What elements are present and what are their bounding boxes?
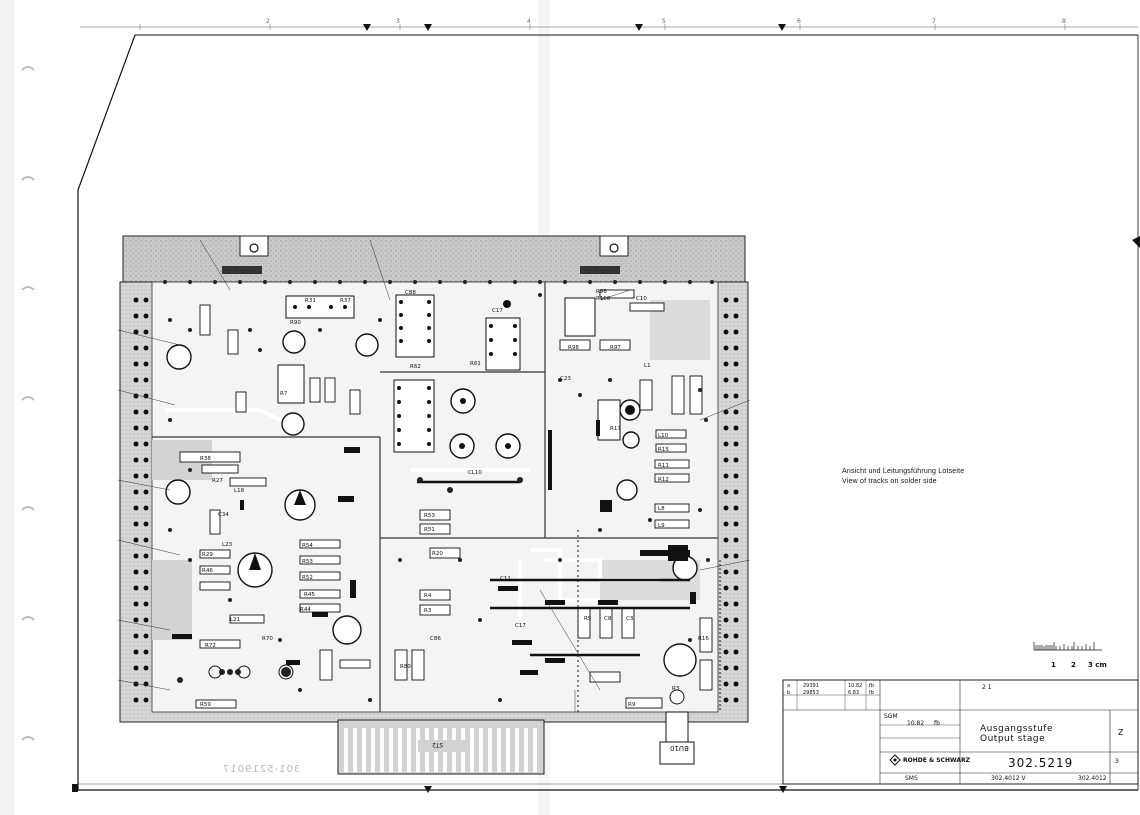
scale-bar <box>1033 642 1102 651</box>
revision-number-b: 29853 <box>803 690 819 696</box>
revision-sign-b: fb <box>869 690 874 696</box>
drawing-number: 302.5219 <box>1008 756 1074 770</box>
border-number-4: 4 <box>527 18 531 25</box>
svg-text:R72: R72 <box>205 643 216 649</box>
svg-text:R16: R16 <box>698 636 709 642</box>
svg-text:C17: C17 <box>515 623 526 629</box>
scale-label-1: 1 <box>1051 661 1056 669</box>
svg-text:C3: C3 <box>626 616 634 622</box>
svg-text:R7: R7 <box>280 391 288 397</box>
svg-text:C17: C17 <box>492 308 503 314</box>
origin-field: SMS <box>905 775 918 782</box>
svg-text:R11: R11 <box>658 463 669 469</box>
border-number-6: 6 <box>797 18 801 25</box>
connector-label: ST2 <box>432 741 444 748</box>
border-number-5: 5 <box>662 18 666 25</box>
bu10-jack <box>659 689 695 765</box>
svg-text:R100: R100 <box>596 296 611 302</box>
svg-text:R52: R52 <box>302 575 313 581</box>
revision-sign-a: fb <box>869 683 874 689</box>
title-german: Ausgangsstufe <box>980 724 1054 734</box>
svg-text:R53: R53 <box>424 513 435 519</box>
revision-date-b: 6.83 <box>848 690 860 696</box>
revision-date-a: 10.82 <box>848 683 863 689</box>
svg-text:R9: R9 <box>628 702 636 708</box>
svg-text:R31: R31 <box>305 298 316 304</box>
svg-text:R62: R62 <box>410 364 421 370</box>
svg-text:R37: R37 <box>340 298 351 304</box>
svg-text:C86: C86 <box>430 636 441 642</box>
svg-text:CL10: CL10 <box>468 470 482 476</box>
border-number-2: 2 <box>266 18 270 25</box>
company-name: ROHDE & SCHWARZ <box>903 757 970 764</box>
svg-text:R97: R97 <box>610 345 621 351</box>
scale-label-3: 3 cm <box>1088 661 1107 669</box>
svg-text:R3: R3 <box>672 686 680 692</box>
svg-text:R20: R20 <box>432 551 443 557</box>
svg-text:C11: C11 <box>500 576 511 582</box>
revision-number-a: 29391 <box>803 683 819 689</box>
scale-label-2: 2 <box>1071 661 1076 669</box>
svg-text:L10: L10 <box>658 433 669 439</box>
drawn-date-field: 10.82 <box>907 720 925 727</box>
svg-text:L23: L23 <box>222 542 233 548</box>
svg-text:R4: R4 <box>424 593 432 599</box>
drawn-sign-field: fb <box>934 720 940 727</box>
svg-text:C23: C23 <box>560 376 571 382</box>
svg-text:R45: R45 <box>304 592 315 598</box>
edge-connector <box>337 719 545 775</box>
title-block-grid <box>782 679 1139 785</box>
svg-text:R80: R80 <box>400 664 411 670</box>
sheet-count-field: 3 <box>1115 758 1119 765</box>
revision-index-a: a <box>787 683 791 689</box>
border-number-7: 7 <box>932 18 936 25</box>
svg-text:C88: C88 <box>405 290 416 296</box>
svg-text:R5: R5 <box>584 616 592 622</box>
svg-text:L21: L21 <box>230 617 240 623</box>
svg-text:R53: R53 <box>302 559 313 565</box>
svg-text:R59: R59 <box>200 702 211 708</box>
svg-text:R70: R70 <box>262 636 273 642</box>
mirror-board-number: 301-5219017 <box>222 764 301 775</box>
svg-text:R98: R98 <box>568 345 579 351</box>
jack-label: BU10 <box>670 744 689 752</box>
svg-text:R46: R46 <box>202 568 213 574</box>
checked-field: SGM <box>884 713 898 720</box>
view-note-german: Ansicht und Leitungsführung Lotseite <box>842 468 965 475</box>
svg-text:R61: R61 <box>470 361 481 367</box>
sheet-field: 2 1 <box>982 684 992 691</box>
svg-text:C10: C10 <box>636 296 647 302</box>
sub-number-field: 302.4012 V <box>991 775 1026 782</box>
svg-text:R27: R27 <box>212 478 223 484</box>
svg-text:L1: L1 <box>644 363 651 369</box>
svg-text:R98: R98 <box>596 289 607 295</box>
svg-text:C34: C34 <box>218 512 229 518</box>
svg-text:R15: R15 <box>658 447 669 453</box>
svg-text:R12: R12 <box>658 477 669 483</box>
svg-text:C8: C8 <box>604 616 612 622</box>
border-number-3: 3 <box>396 18 400 25</box>
revision-index-b: b <box>787 690 791 696</box>
svg-text:R44: R44 <box>300 607 311 613</box>
svg-text:L18: L18 <box>234 488 245 494</box>
svg-text:L9: L9 <box>658 523 665 529</box>
format-field: Z <box>1118 728 1124 737</box>
border-number-8: 8 <box>1062 18 1066 25</box>
title-english: Output stage <box>980 734 1046 744</box>
svg-text:R54: R54 <box>302 543 313 549</box>
view-note-english: View of tracks on solder side <box>842 478 937 485</box>
svg-text:R51: R51 <box>424 527 435 533</box>
svg-text:R90: R90 <box>290 320 301 326</box>
svg-text:R17: R17 <box>610 426 621 432</box>
svg-text:R29: R29 <box>202 552 213 558</box>
svg-text:R3: R3 <box>424 608 432 614</box>
svg-text:R38: R38 <box>200 456 211 462</box>
ref-number-field: 302.4012 <box>1078 775 1107 782</box>
rohde-schwarz-logo <box>889 754 901 766</box>
svg-text:L8: L8 <box>658 506 665 512</box>
